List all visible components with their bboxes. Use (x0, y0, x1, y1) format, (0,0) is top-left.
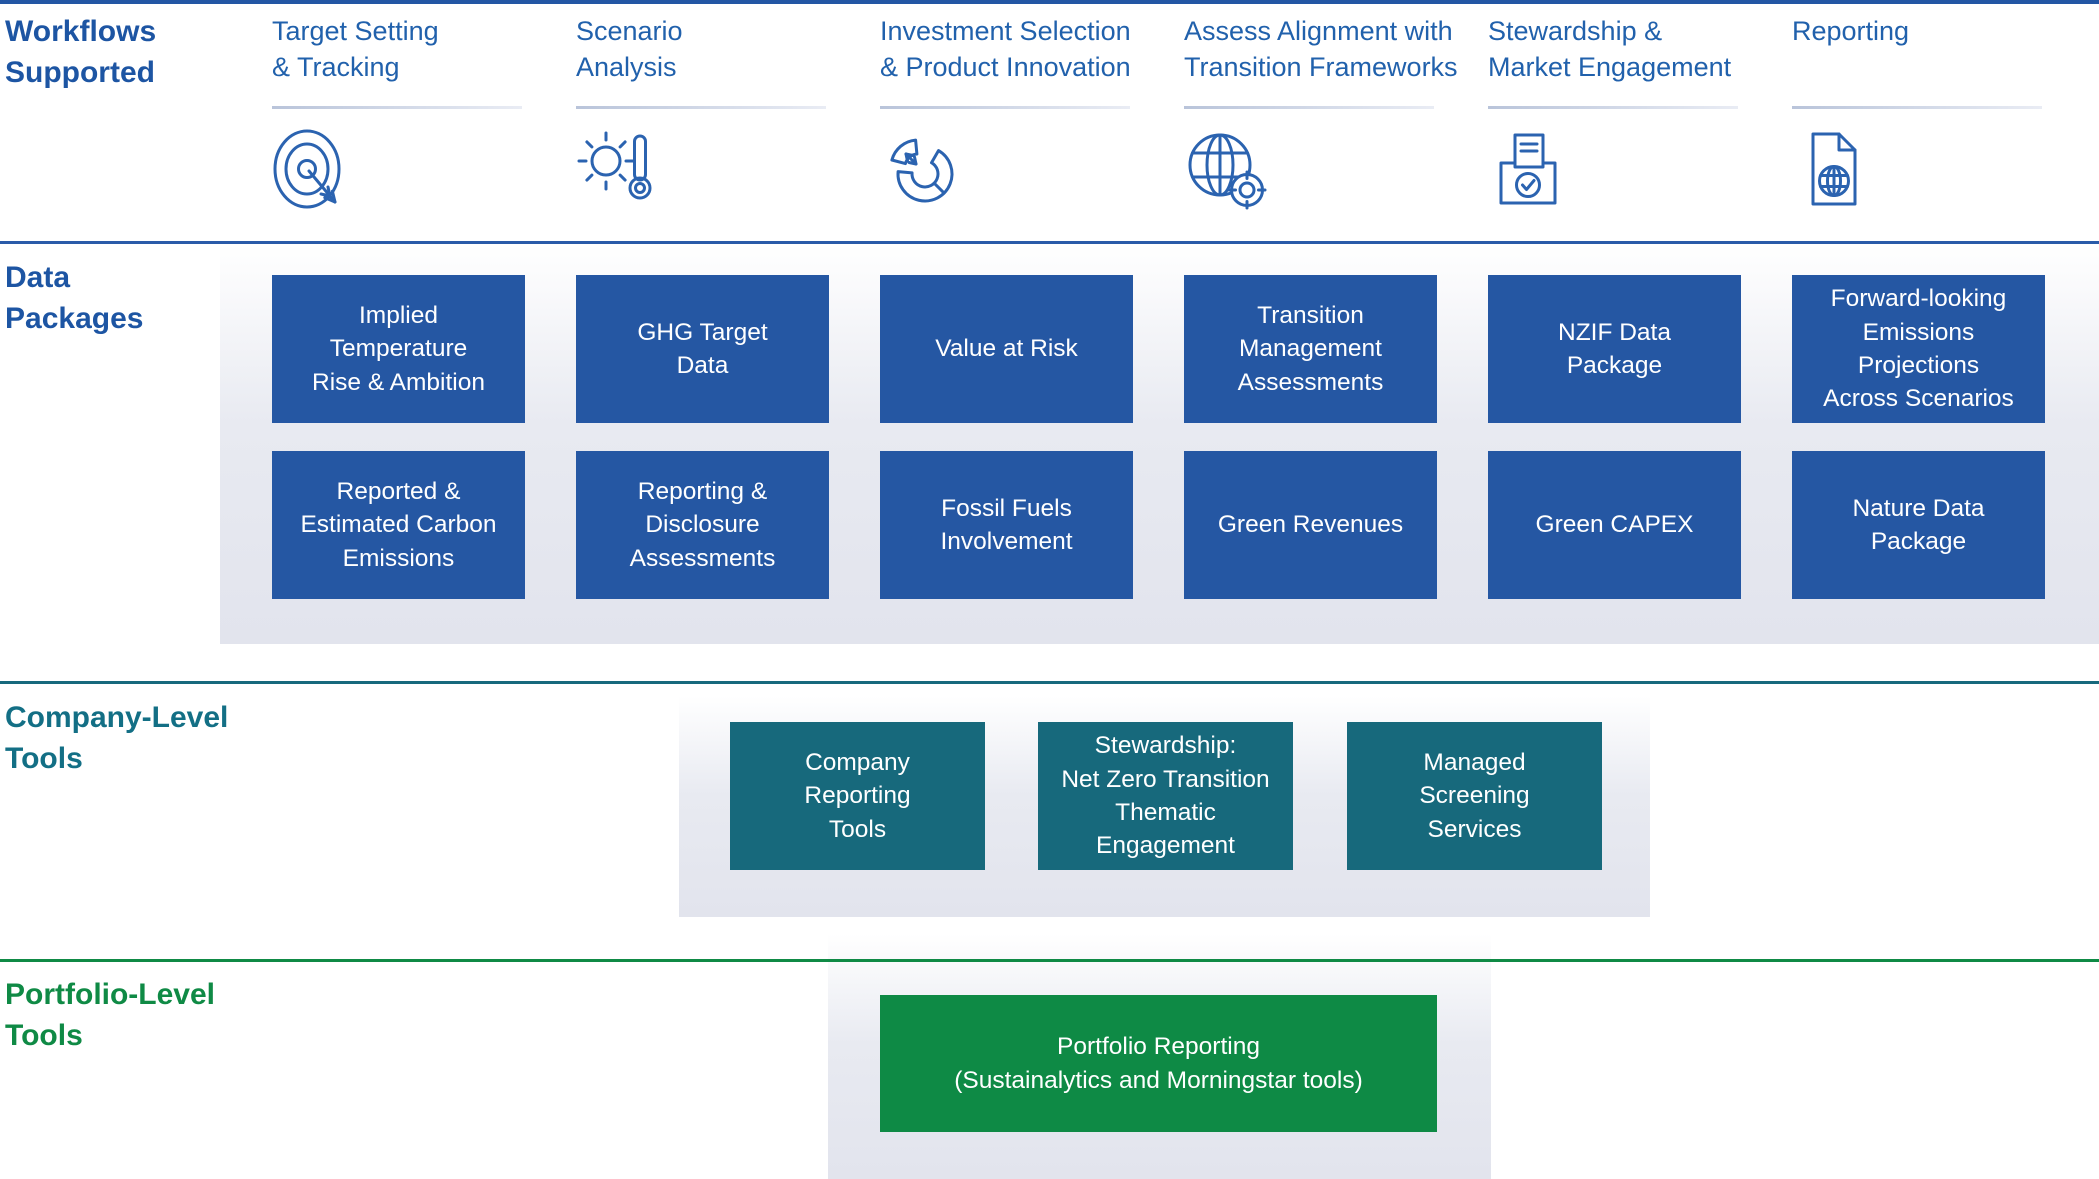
data-package-box-nature-data: Nature Data Package (1792, 451, 2045, 599)
company-tool-box-company-reporting: Company Reporting Tools (730, 722, 985, 870)
workflow-column-title: Assess Alignment with Transition Framewo… (1184, 16, 1458, 82)
data-packages-label: Data Packages (5, 261, 144, 335)
portfolio-level-tools-label: Portfolio-Level Tools (5, 978, 216, 1052)
box-text: Managed Screening Services (1419, 749, 1530, 843)
workflow-column-title: Target Setting & Tracking (272, 16, 439, 82)
workflow-column-assess-alignment: Assess Alignment with Transition Framewo… (1184, 14, 1464, 211)
box-text: Transition Management Assessments (1237, 302, 1384, 396)
column-underline (576, 106, 826, 109)
column-underline (880, 106, 1130, 109)
document-globe-icon (1792, 127, 1876, 211)
box-text: Stewardship: Net Zero Transition Themati… (1061, 732, 1270, 860)
column-underline (272, 106, 522, 109)
workflow-column-title: Scenario Analysis (576, 16, 683, 82)
box-text: Portfolio Reporting (Sustainalytics and … (954, 1033, 1363, 1094)
data-package-box-implied-temperature: Implied Temperature Rise & Ambition (272, 275, 525, 423)
workflows-supported-label: Workflows Supported (5, 15, 157, 89)
data-package-box-nzif: NZIF Data Package (1488, 275, 1741, 423)
data-packages-separator-line (0, 241, 2099, 244)
data-package-box-green-capex: Green CAPEX (1488, 451, 1741, 599)
data-package-box-value-at-risk: Value at Risk (880, 275, 1133, 423)
pie-chart-arrow-icon (880, 127, 964, 211)
data-package-box-carbon-emissions: Reported & Estimated Carbon Emissions (272, 451, 525, 599)
data-package-box-reporting-disclosure: Reporting & Disclosure Assessments (576, 451, 829, 599)
sun-thermometer-icon (576, 127, 660, 211)
box-text: Value at Risk (935, 335, 1078, 363)
box-text: NZIF Data Package (1558, 318, 1671, 379)
box-text: Forward-looking Emissions Projections Ac… (1823, 285, 2014, 413)
box-text: Company Reporting Tools (804, 749, 911, 843)
workflow-column-target-setting: Target Setting & Tracking (272, 14, 552, 211)
ballot-box-icon (1488, 127, 1572, 211)
portfolio-tool-box-portfolio-reporting: Portfolio Reporting (Sustainalytics and … (880, 995, 1437, 1132)
box-text: Green CAPEX (1535, 511, 1694, 539)
company-tools-separator-line (0, 681, 2099, 684)
box-text: Implied Temperature Rise & Ambition (312, 302, 485, 396)
box-text: Nature Data Package (1852, 494, 1985, 555)
box-text: Fossil Fuels Involvement (940, 494, 1073, 555)
globe-target-icon (1184, 127, 1268, 211)
box-text: Reported & Estimated Carbon Emissions (300, 478, 497, 572)
company-tool-box-stewardship-engagement: Stewardship: Net Zero Transition Themati… (1038, 722, 1293, 870)
data-package-box-forward-looking-emissions: Forward-looking Emissions Projections Ac… (1792, 275, 2045, 423)
data-package-box-ghg-target-data: GHG Target Data (576, 275, 829, 423)
data-package-box-transition-management: Transition Management Assessments (1184, 275, 1437, 423)
box-text: Green Revenues (1217, 511, 1404, 539)
box-text: GHG Target Data (637, 318, 768, 379)
workflow-column-scenario-analysis: Scenario Analysis (576, 14, 856, 211)
workflow-column-stewardship: Stewardship & Market Engagement (1488, 14, 1768, 211)
column-underline (1792, 106, 2042, 109)
data-package-box-fossil-fuels: Fossil Fuels Involvement (880, 451, 1133, 599)
company-level-tools-label: Company-Level Tools (5, 701, 229, 775)
company-tool-box-managed-screening: Managed Screening Services (1347, 722, 1602, 870)
target-arrow-icon (272, 127, 356, 211)
box-text: Reporting & Disclosure Assessments (629, 478, 776, 572)
workflow-column-title: Stewardship & Market Engagement (1488, 16, 1732, 82)
column-underline (1488, 106, 1738, 109)
top-border-line (0, 0, 2099, 4)
data-package-box-green-revenues: Green Revenues (1184, 451, 1437, 599)
workflow-column-title: Investment Selection & Product Innovatio… (880, 16, 1131, 82)
workflow-column-reporting: Reporting (1792, 14, 2072, 211)
data-packages-panel (220, 244, 2099, 644)
column-underline (1184, 106, 1434, 109)
workflow-column-title: Reporting (1792, 16, 1910, 46)
workflow-column-investment-selection: Investment Selection & Product Innovatio… (880, 14, 1160, 211)
portfolio-tools-separator-line (0, 959, 2099, 962)
